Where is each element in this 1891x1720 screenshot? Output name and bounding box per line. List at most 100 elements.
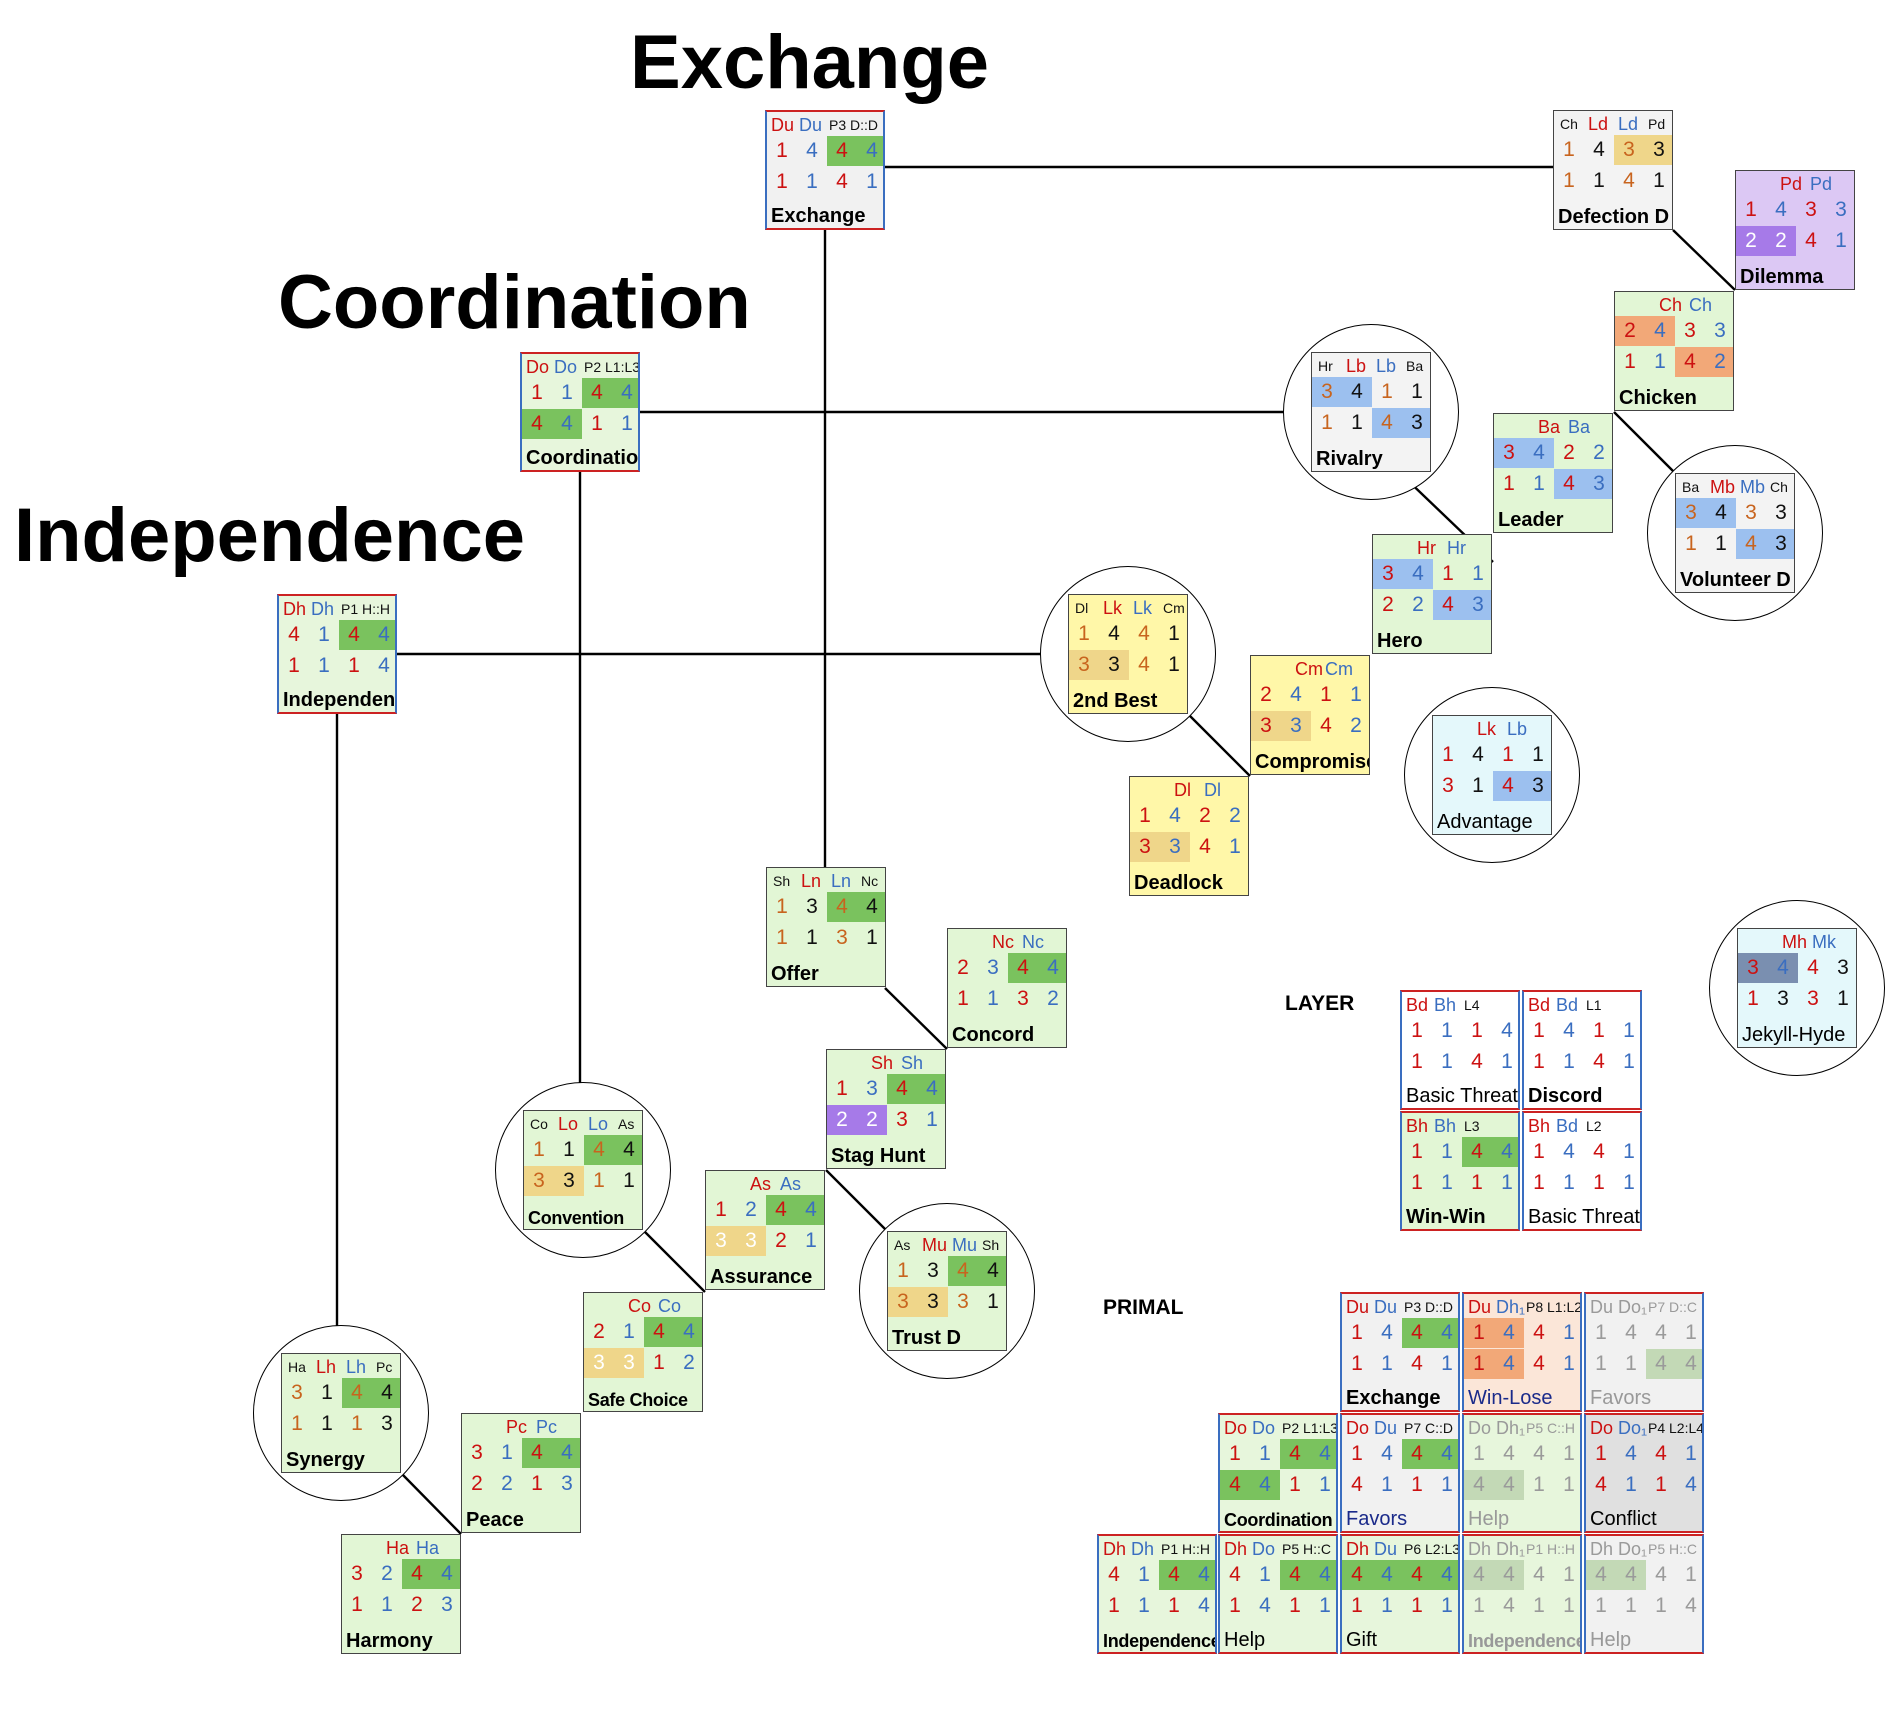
payoff-cell: 1 bbox=[866, 170, 878, 193]
payoff-cell: 4 bbox=[1471, 1050, 1483, 1073]
card-header-code: Dh₁ bbox=[1496, 1418, 1526, 1438]
payoff-cell: 4 bbox=[1280, 1560, 1310, 1590]
payoff-cell: 1 bbox=[1624, 350, 1636, 373]
card-header-code: Ld bbox=[1618, 114, 1639, 134]
payoff-cell: 2 bbox=[1563, 441, 1575, 464]
payoff-cell: 1 bbox=[776, 926, 788, 949]
payoff-cell: 3 bbox=[1130, 832, 1160, 862]
card-header-code: Cm bbox=[1163, 600, 1185, 616]
payoff-cell: 3 bbox=[1463, 590, 1491, 620]
card-name: Coordination bbox=[1224, 1510, 1333, 1530]
payoff-cell: 4 bbox=[1342, 1560, 1372, 1590]
payoff-cell: 4 bbox=[1290, 683, 1302, 706]
payoff-cell: 4 bbox=[612, 378, 638, 408]
card-header-code: Pd bbox=[1648, 116, 1666, 132]
card-header-code: Ch bbox=[1659, 295, 1683, 315]
payoff-cell: 3 bbox=[1402, 408, 1430, 438]
payoff-cell: 4 bbox=[836, 170, 848, 193]
payoff-cell: 4 bbox=[1381, 1442, 1393, 1465]
payoff-cell: 2 bbox=[1736, 226, 1766, 256]
payoff-cell: 1 bbox=[1472, 774, 1484, 797]
payoff-cell: 4 bbox=[522, 1438, 552, 1468]
connector-line bbox=[1187, 713, 1251, 777]
card-header-code: Pc bbox=[376, 1359, 393, 1375]
payoff-cell: 1 bbox=[288, 654, 300, 677]
layer-label: LAYER bbox=[1285, 992, 1355, 1015]
payoff-cell: 1 bbox=[1351, 1321, 1363, 1344]
payoff-cell: 1 bbox=[593, 1169, 605, 1192]
payoff-cell: 1 bbox=[1471, 1171, 1483, 1194]
payoff-cell: 4 bbox=[1646, 1349, 1676, 1379]
card-header-code: Cm bbox=[1325, 659, 1353, 679]
payoff-cell: 1 bbox=[1473, 1594, 1485, 1617]
payoff-cell: 4 bbox=[1494, 1560, 1524, 1590]
card-header-code: As bbox=[750, 1174, 772, 1194]
card-header-code: L4 bbox=[1464, 997, 1480, 1013]
card-header-code: Do bbox=[1468, 1418, 1492, 1438]
card-header-code: Pc bbox=[506, 1417, 528, 1437]
payoff-cell: 1 bbox=[1464, 1349, 1494, 1379]
payoff-cell: 1 bbox=[381, 1593, 393, 1616]
payoff-cell: 1 bbox=[1138, 1563, 1150, 1586]
card-header-code: L2 bbox=[1586, 1118, 1602, 1134]
payoff-cell: 4 bbox=[1472, 743, 1484, 766]
card-header-code: Lk bbox=[1103, 598, 1123, 618]
payoff-cell: 4 bbox=[1189, 1560, 1215, 1590]
payoff-cell: 1 bbox=[623, 1169, 635, 1192]
card-name: Jekyll-Hyde bbox=[1742, 1024, 1846, 1046]
payoff-cell: 4 bbox=[1494, 1470, 1524, 1500]
card-header-code: Pd bbox=[1780, 174, 1803, 194]
card-header-code: Ba bbox=[1682, 479, 1700, 495]
payoff-cell: 4 bbox=[1554, 469, 1584, 499]
payoff-cell: 1 bbox=[926, 1108, 938, 1131]
card-header-code: L3 bbox=[1464, 1118, 1480, 1134]
card-header-code: Dl bbox=[1075, 600, 1089, 616]
payoff-cell: 3 bbox=[1373, 559, 1403, 589]
